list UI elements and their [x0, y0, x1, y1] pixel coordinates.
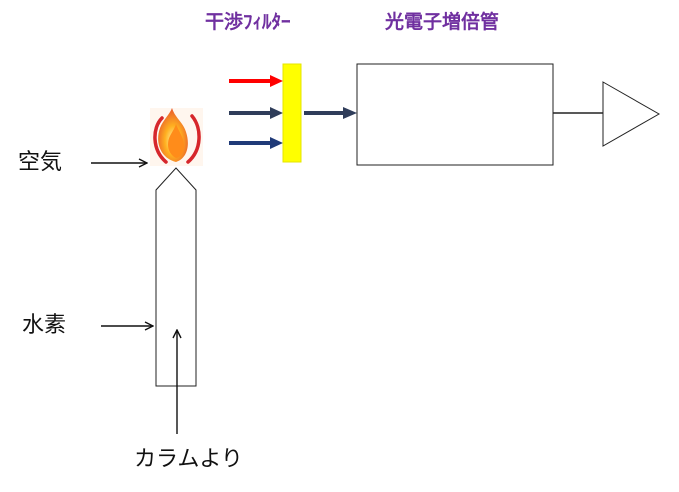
light-arrow-navy — [229, 107, 283, 119]
hydrogen-label: 水素 — [22, 313, 67, 338]
filter-label: 干渉ﾌｨﾙﾀｰ — [205, 11, 291, 33]
light-arrows — [229, 75, 283, 149]
filtered-light-arrow — [304, 107, 357, 119]
interference-filter — [282, 63, 302, 163]
column-burner — [155, 167, 197, 387]
from-column-label: カラムより — [134, 447, 243, 472]
pmt-label: 光電子増倍管 — [385, 11, 500, 33]
air-label: 空気 — [18, 150, 63, 175]
amplifier-triangle-icon — [602, 81, 661, 147]
flame-icon — [150, 108, 203, 166]
pmt-box — [356, 63, 554, 166]
light-arrow-red — [229, 75, 283, 87]
light-arrow-blue — [229, 137, 283, 149]
